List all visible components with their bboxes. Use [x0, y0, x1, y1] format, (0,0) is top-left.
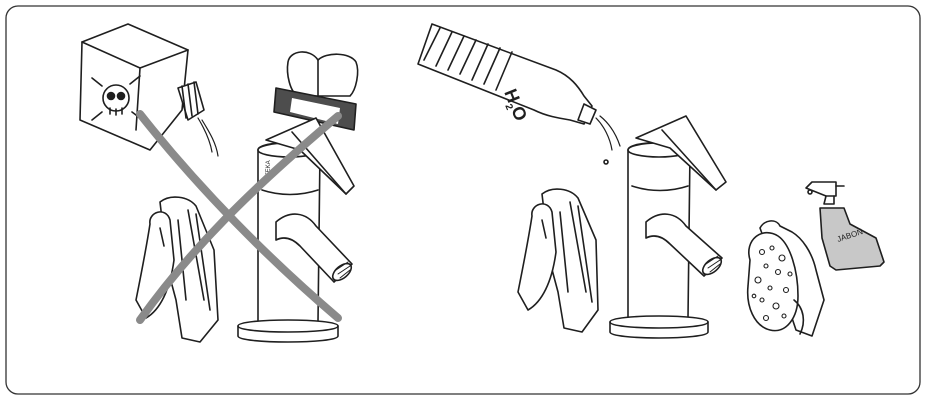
faucet-right-icon [610, 116, 726, 338]
water-bottle-icon: H2O [418, 24, 620, 164]
hand-sponge-icon [748, 221, 824, 336]
soap-dispenser-icon: JABON [806, 182, 884, 270]
right-panel: H2O JA [418, 24, 884, 338]
left-panel: TEKA [80, 24, 358, 342]
hand-cloth-right-icon [518, 189, 598, 332]
chemical-bottle-icon [80, 24, 218, 156]
